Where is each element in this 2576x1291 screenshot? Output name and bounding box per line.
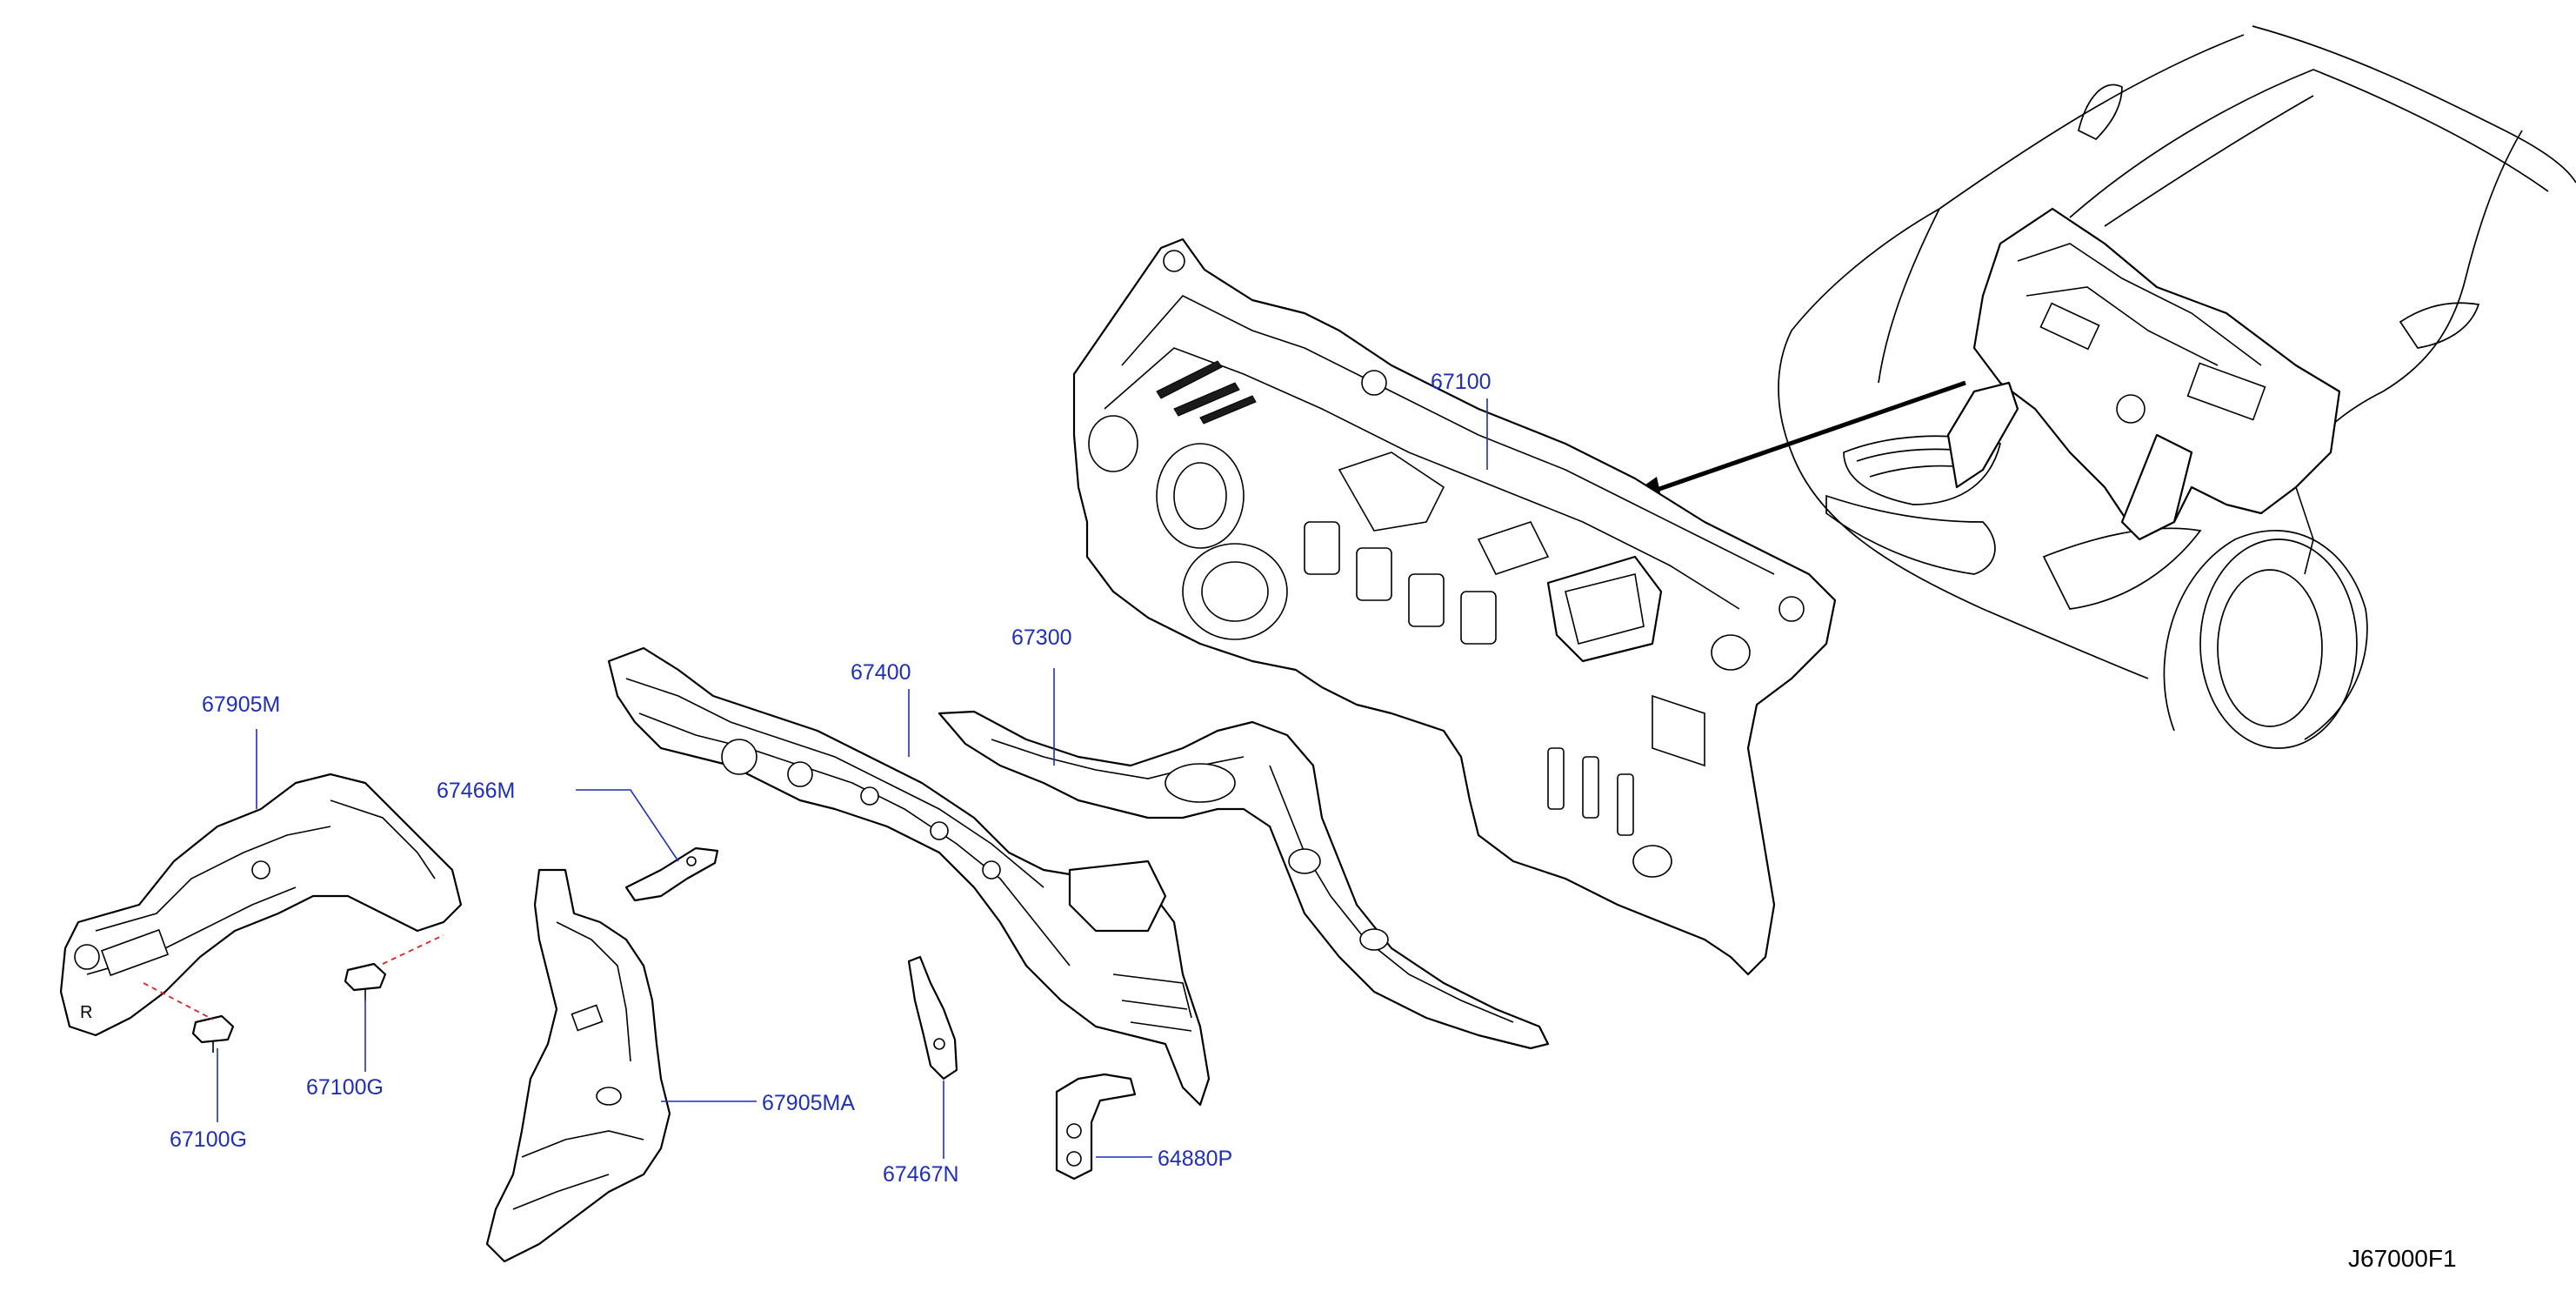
callout-67905M: 67905M [202, 692, 280, 717]
bracket-67467N [907, 955, 958, 1080]
bracket-64880P [1055, 1073, 1137, 1181]
callout-67467N: 67467N [883, 1162, 959, 1187]
clip-67100G-left [191, 1014, 235, 1053]
vehicle-locator-illustration [1778, 25, 2576, 749]
callout-67400: 67400 [851, 660, 911, 685]
assembly-line-right [382, 934, 444, 965]
callout-67300: 67300 [1011, 625, 1072, 650]
cowl-top-67300 [938, 710, 1550, 1050]
clip-67100G-right [344, 962, 387, 1000]
diagram-code: J67000F1 [2348, 1245, 2457, 1272]
insulator-67905M: R [59, 773, 463, 1037]
callout-67100G-right: 67100G [306, 1075, 384, 1100]
bracket-67466M [624, 846, 719, 902]
callout-67100G-left: 67100G [170, 1127, 247, 1152]
right-side-stamp: R [80, 1003, 92, 1022]
location-arrow [1619, 380, 1966, 509]
dash-panel-67100 [1072, 237, 1837, 976]
callout-67905MA: 67905MA [762, 1091, 855, 1115]
callout-leaders [217, 398, 1488, 1159]
cross-member-67400 [607, 646, 1211, 1107]
insulator-67905MA [485, 868, 671, 1263]
callout-67100: 67100 [1431, 370, 1492, 394]
callout-67466M: 67466M [437, 779, 515, 803]
assembly-line-left [143, 982, 214, 1020]
callout-64880P: 64880P [1158, 1147, 1232, 1171]
